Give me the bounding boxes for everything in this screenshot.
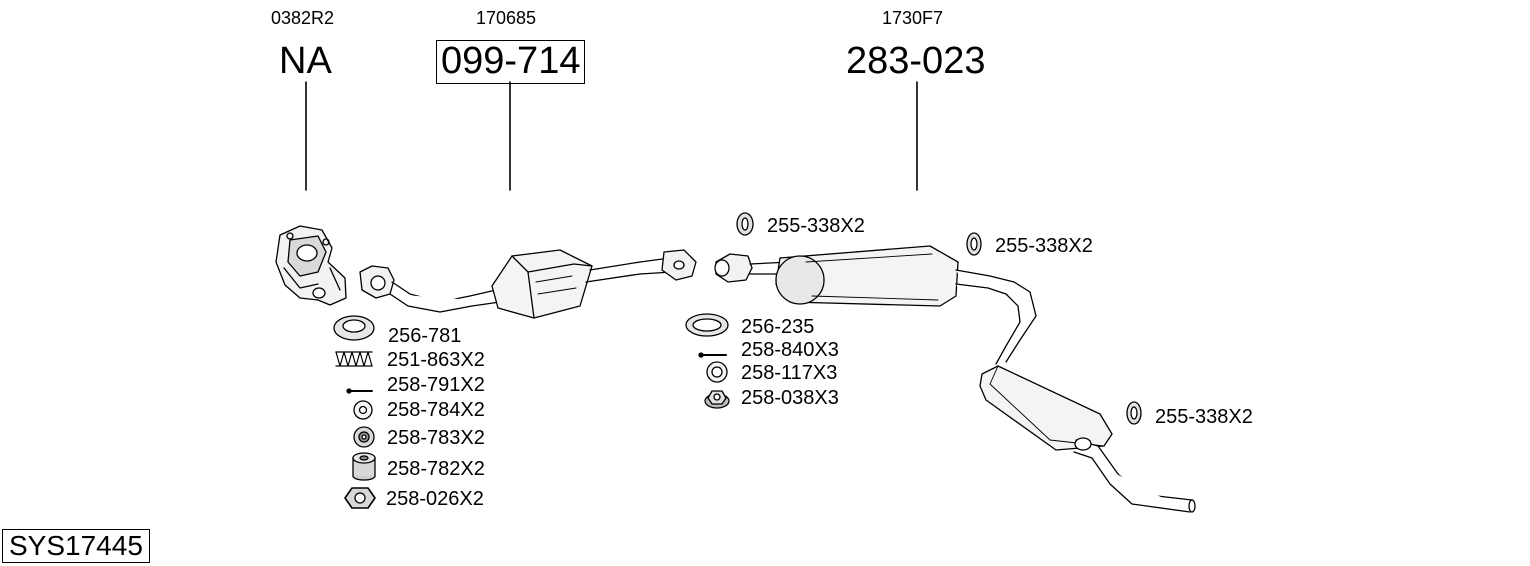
accessory-label[interactable]: 256-235: [741, 316, 815, 338]
gasket-ring-icon: [333, 315, 375, 341]
group-ref-1: 0382R2: [271, 8, 335, 28]
manifold-part-icon: [275, 225, 347, 306]
rubber-hanger-icon: [966, 232, 982, 256]
accessory-label[interactable]: 258-784X2: [387, 399, 485, 421]
hanger-label[interactable]: 255-338X2: [995, 235, 1093, 257]
system-id-label: SYS17445: [2, 529, 150, 563]
part-code-283-023[interactable]: 283-023: [846, 40, 986, 82]
bushing-icon: [353, 426, 375, 448]
bolt-icon: [698, 352, 727, 358]
rear-silencer-assembly-icon: [714, 245, 1196, 513]
accessory-label[interactable]: 258-791X2: [387, 374, 485, 396]
accessory-label[interactable]: 258-038X3: [741, 387, 839, 409]
spring-icon: [335, 351, 373, 367]
flat-gasket-icon: [685, 313, 729, 337]
rubber-hanger-icon: [736, 212, 754, 236]
accessory-label[interactable]: 251-863X2: [387, 349, 485, 371]
accessory-label[interactable]: 258-783X2: [387, 427, 485, 449]
group-ref-2: 170685: [476, 8, 537, 28]
group-ref-3: 1730F7: [882, 8, 944, 28]
accessory-label[interactable]: 256-781: [388, 325, 462, 347]
rubber-hanger-icon: [1126, 401, 1142, 425]
hanger-label[interactable]: 255-338X2: [1155, 406, 1253, 428]
washer-icon: [706, 361, 728, 383]
bolt-icon: [346, 388, 373, 394]
stacked-bushing-icon: [352, 452, 376, 481]
part-code-na[interactable]: NA: [279, 40, 332, 82]
flange-nut-icon: [704, 390, 730, 409]
accessory-label[interactable]: 258-026X2: [386, 488, 484, 510]
hex-nut-icon: [344, 487, 376, 509]
accessory-label[interactable]: 258-840X3: [741, 339, 839, 361]
hanger-label[interactable]: 255-338X2: [767, 215, 865, 237]
part-code-099-714[interactable]: 099-714: [436, 40, 586, 84]
accessory-label[interactable]: 258-117X3: [741, 362, 838, 384]
accessory-label[interactable]: 258-782X2: [387, 458, 485, 480]
washer-icon: [353, 400, 373, 420]
front-pipe-catalyst-icon: [359, 249, 697, 319]
